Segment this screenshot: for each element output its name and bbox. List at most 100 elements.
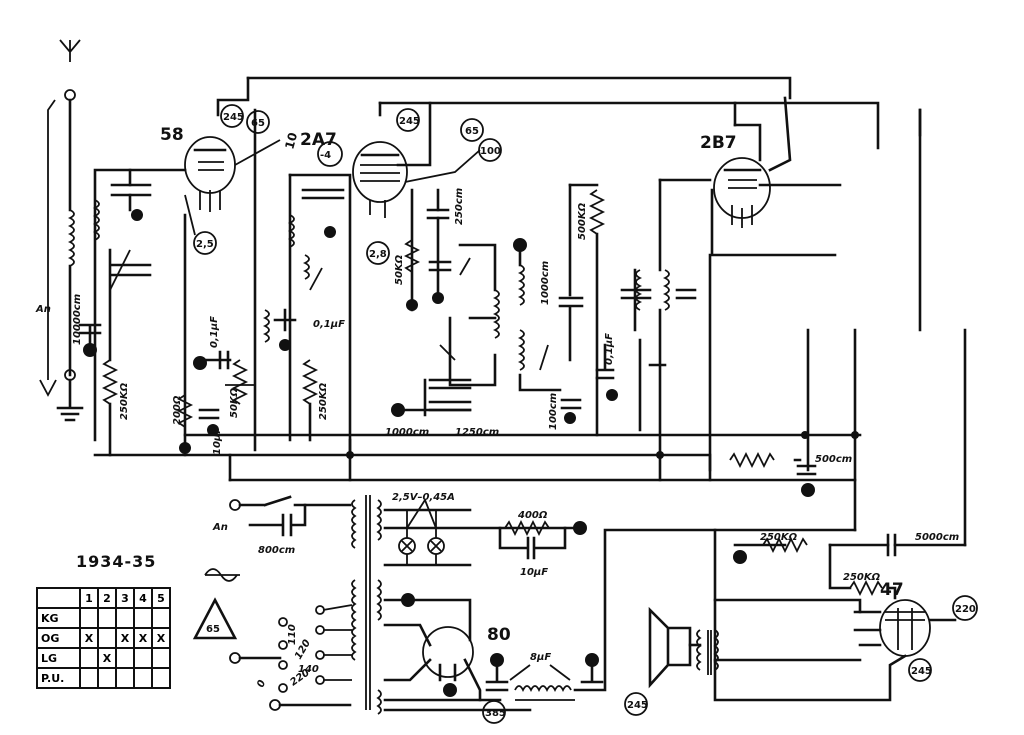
resistor-250k-a-label: 250KΩ <box>119 382 130 420</box>
capacitor-10uf-b-label: 10μF <box>520 567 548 578</box>
table-header-row: 1 2 3 4 5 <box>36 587 171 609</box>
table-cell: X <box>79 627 99 649</box>
ground-buses <box>93 431 862 482</box>
oscillator-section: 50KΩ 250cm 1000cm 1250cm <box>385 188 500 438</box>
capacitor-01uf-c-label: 0,1μF <box>604 333 615 365</box>
table-cell <box>151 607 171 629</box>
circled-65-a: 65 <box>251 118 265 129</box>
antenna-terminal <box>64 89 76 101</box>
circled-385: 385 <box>485 708 506 719</box>
band-switch-table: 1 2 3 4 5 KG OG X X X X LG X P.U. <box>36 587 171 689</box>
table-cell <box>97 667 117 689</box>
capacitor-250-label: 250cm <box>454 188 465 225</box>
capacitor-10000-label: 10000cm <box>72 294 83 345</box>
an-top-label: An <box>35 304 51 315</box>
an-bottom-label: An <box>212 522 228 533</box>
capacitor-8uf-label: 8μF <box>530 652 551 663</box>
capacitor-10uf-a-label: 10μF <box>212 427 223 455</box>
tube-58-label: 58 <box>160 125 184 145</box>
resistor-200-label: 200Ω <box>172 395 183 425</box>
table-cell: X <box>115 627 135 649</box>
resistor-500k-label: 500KΩ <box>577 202 588 240</box>
capacitor-1000-b-label: 1000cm <box>540 261 551 305</box>
circled-245-c: 245 <box>911 666 932 677</box>
capacitor-01uf-b-label: 0,1μF <box>313 319 345 330</box>
table-cell <box>97 627 117 649</box>
voltage-0-label: 0 <box>255 679 268 689</box>
capacitor-5000-label: 5000cm <box>915 532 959 543</box>
circled-100: 100 <box>480 146 501 157</box>
circled-245-d: 245 <box>627 700 648 711</box>
table-header-cell: 3 <box>115 587 135 609</box>
table-cell <box>79 607 99 629</box>
resistor-50k-a-label: 50KΩ <box>229 387 240 418</box>
detector-section: 500cm <box>708 108 967 547</box>
antenna-section: An 10000cm <box>35 39 84 422</box>
voltage-110-label: 110 <box>287 624 298 645</box>
oscillator-coil-2: 1000cm 100cm 500KΩ <box>513 183 606 437</box>
table-cell <box>115 607 135 629</box>
table-row: OG X X X X <box>36 627 171 649</box>
circled-245-a: 245 <box>223 112 244 123</box>
capacitor-1000-a-label: 1000cm <box>385 427 429 438</box>
tube-2b7-label: 2B7 <box>700 133 737 153</box>
row-label: LG <box>36 647 81 669</box>
circled-2-5: 2,5 <box>196 239 214 250</box>
legend-symbols: 65 <box>192 568 240 640</box>
resistor-50k-b-label: 50KΩ <box>394 254 405 285</box>
output-stage: 250KΩ 5000cm 250KΩ 47 <box>648 528 967 702</box>
tube-2a7: 2A7 <box>288 101 481 457</box>
row-label: KG <box>36 607 81 629</box>
antenna-symbol <box>59 39 81 62</box>
capacitor-500-label: 500cm <box>815 454 852 465</box>
resistor-250k-b-label: 250KΩ <box>318 382 329 420</box>
table-cell <box>151 667 171 689</box>
power-supply: An 800cm 2,5V–0,45A 400Ω 10μF <box>212 492 857 715</box>
table-cell <box>79 647 99 669</box>
table-cell <box>151 647 171 669</box>
table-header-cell <box>36 587 81 609</box>
tube-2b7: 2B7 <box>700 96 842 257</box>
table-row: KG <box>36 607 171 629</box>
circled-65-triangle: 65 <box>206 624 220 635</box>
tube-80-label: 80 <box>487 625 511 645</box>
table-cell <box>97 607 117 629</box>
row-label: OG <box>36 627 81 649</box>
heater-label: 2,5V–0,45A <box>392 492 455 503</box>
capacitor-01uf-a-label: 0,1μF <box>209 316 220 348</box>
circled-10: 10 <box>282 131 300 151</box>
circled-minus-4: -4 <box>320 150 331 161</box>
row-label: P.U. <box>36 667 81 689</box>
table-header-cell: 1 <box>79 587 99 609</box>
resistor-250k-c-label: 250KΩ <box>760 532 798 543</box>
table-cell <box>115 667 135 689</box>
triangle-icon <box>192 597 238 640</box>
capacitor-800-label: 800cm <box>258 545 295 556</box>
table-cell <box>133 647 153 669</box>
capacitor-1250-label: 1250cm <box>455 427 499 438</box>
resistor-250k-d-label: 250KΩ <box>843 572 881 583</box>
speaker-symbol <box>648 606 692 689</box>
table-row: LG X <box>36 647 171 669</box>
table-cell: X <box>151 627 171 649</box>
circled-65-b: 65 <box>465 126 479 137</box>
table-cell <box>133 607 153 629</box>
voltage-140-label: 140 <box>298 664 319 675</box>
tuning-group-2: 0,1μF 250KΩ <box>262 173 345 442</box>
table-header-cell: 4 <box>133 587 153 609</box>
table-row: P.U. <box>36 667 171 689</box>
table-cell: X <box>97 647 117 669</box>
table-cell: X <box>133 627 153 649</box>
cathode-network-58: 200Ω 10μF 0,1μF 50KΩ <box>172 213 255 457</box>
year-label: 1934-35 <box>76 552 157 571</box>
table-cell <box>115 647 135 669</box>
tube-2a7-label: 2A7 <box>300 130 337 150</box>
tube-47-label: 47 <box>880 580 904 600</box>
table-header-cell: 2 <box>97 587 117 609</box>
table-cell <box>133 667 153 689</box>
antenna-coil <box>67 209 75 267</box>
table-header-cell: 5 <box>151 587 171 609</box>
resistor-400-label: 400Ω <box>517 510 548 521</box>
capacitor-100-label: 100cm <box>548 393 559 430</box>
